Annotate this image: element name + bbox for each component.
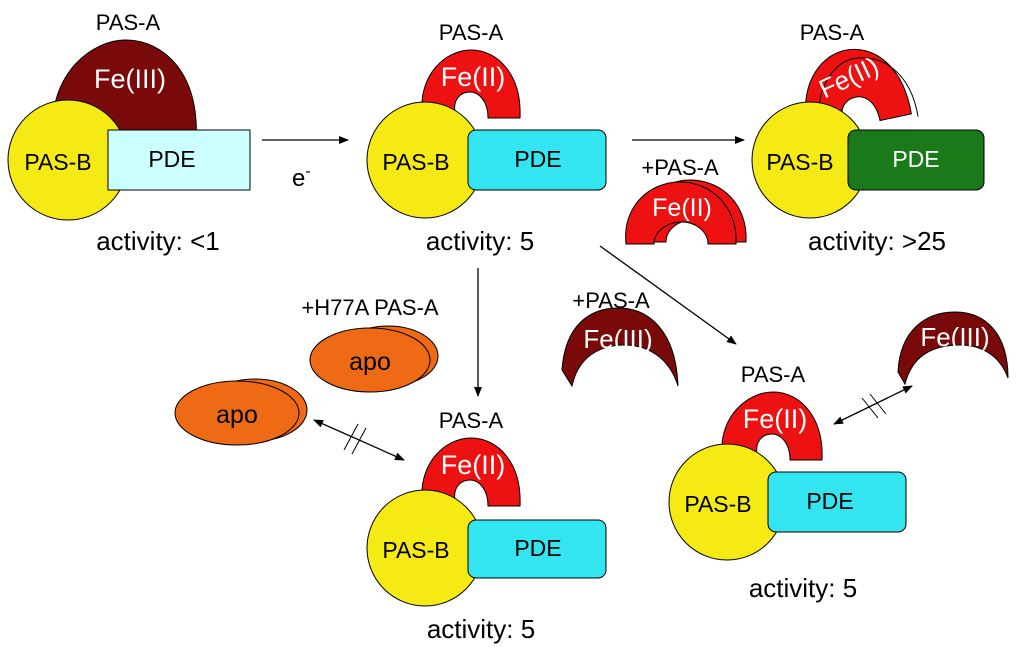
- pde-label: PDE: [806, 488, 853, 514]
- pas-a-label: PAS-A: [800, 20, 865, 45]
- fe2-label: Fe(II): [441, 450, 506, 480]
- pde-domain: [467, 129, 607, 191]
- blocked-exchange-fe3: [833, 385, 913, 425]
- fe2-label: Fe(II): [441, 62, 506, 92]
- fe2-label: Fe(II): [743, 404, 808, 434]
- pde-domain: [847, 129, 985, 191]
- complex-fe2-plus-pas-a: PAS-A Fe(II) PAS-B PDE activity: >25: [751, 20, 985, 256]
- fe3-label: Fe(III): [583, 324, 652, 354]
- electron-label: e-: [292, 163, 311, 192]
- pde-label: PDE: [514, 535, 561, 561]
- apo-label: apo: [216, 401, 258, 429]
- pas-b-label: PAS-B: [382, 149, 449, 175]
- pde-label: PDE: [148, 146, 195, 172]
- pas-a-label: PAS-A: [96, 10, 161, 35]
- free-fe2-pas-a: Fe(II): [625, 179, 747, 245]
- pde-domain: [107, 129, 251, 191]
- fe3-label: Fe(III): [94, 64, 166, 94]
- apo-label: apo: [349, 348, 391, 376]
- complex-fe3-pas-a: PAS-A Fe(II) PAS-B PDE activity: 5: [668, 362, 907, 603]
- pas-a-label: PAS-A: [741, 362, 806, 387]
- apo-pas-a-left: apo: [174, 378, 308, 446]
- fe3-label: Fe(III): [920, 322, 989, 352]
- free-fe3-pas-a-middle: Fe(III): [561, 307, 679, 388]
- pas-a-label: PAS-A: [439, 20, 504, 45]
- plus-h77a-label: +H77A PAS-A: [301, 295, 438, 320]
- fe2-heme-cap: [721, 391, 823, 461]
- activity-label: activity: >25: [808, 226, 946, 256]
- complex-fe2: PAS-A Fe(II) PAS-B PDE activity: 5: [366, 20, 607, 256]
- pas-b-label: PAS-B: [684, 491, 751, 517]
- activity-label: activity: 5: [426, 226, 534, 256]
- complex-h77a: PAS-A Fe(II) PAS-B PDE activity: 5: [366, 408, 607, 644]
- blocked-exchange-apo: [313, 419, 405, 461]
- activity-label: activity: <1: [96, 226, 220, 256]
- activity-label: activity: 5: [427, 614, 535, 644]
- free-fe3-pas-a-right: Fe(III): [897, 311, 1009, 386]
- pde-label: PDE: [892, 146, 939, 172]
- pde-domain: [467, 519, 607, 579]
- pde-domain: [767, 471, 907, 533]
- pas-b-label: PAS-B: [382, 537, 449, 563]
- complex-fe3: PAS-A Fe(III) PAS-B PDE activity: <1: [7, 10, 251, 256]
- plus-fe3-pas-a-arrow: [599, 245, 737, 345]
- apo-pas-a-top: apo: [309, 325, 439, 393]
- pde-label: PDE: [514, 146, 561, 172]
- fe2-label: Fe(II): [652, 194, 712, 222]
- pas-b-label: PAS-B: [766, 149, 833, 175]
- pas-b-label: PAS-B: [24, 149, 91, 175]
- plus-pas-a-label: +PAS-A: [641, 155, 719, 180]
- activity-label: activity: 5: [749, 573, 857, 603]
- pas-a-label: PAS-A: [439, 408, 504, 433]
- fe2-heme-cap: [421, 437, 521, 507]
- fe2-heme-cap: [421, 49, 521, 119]
